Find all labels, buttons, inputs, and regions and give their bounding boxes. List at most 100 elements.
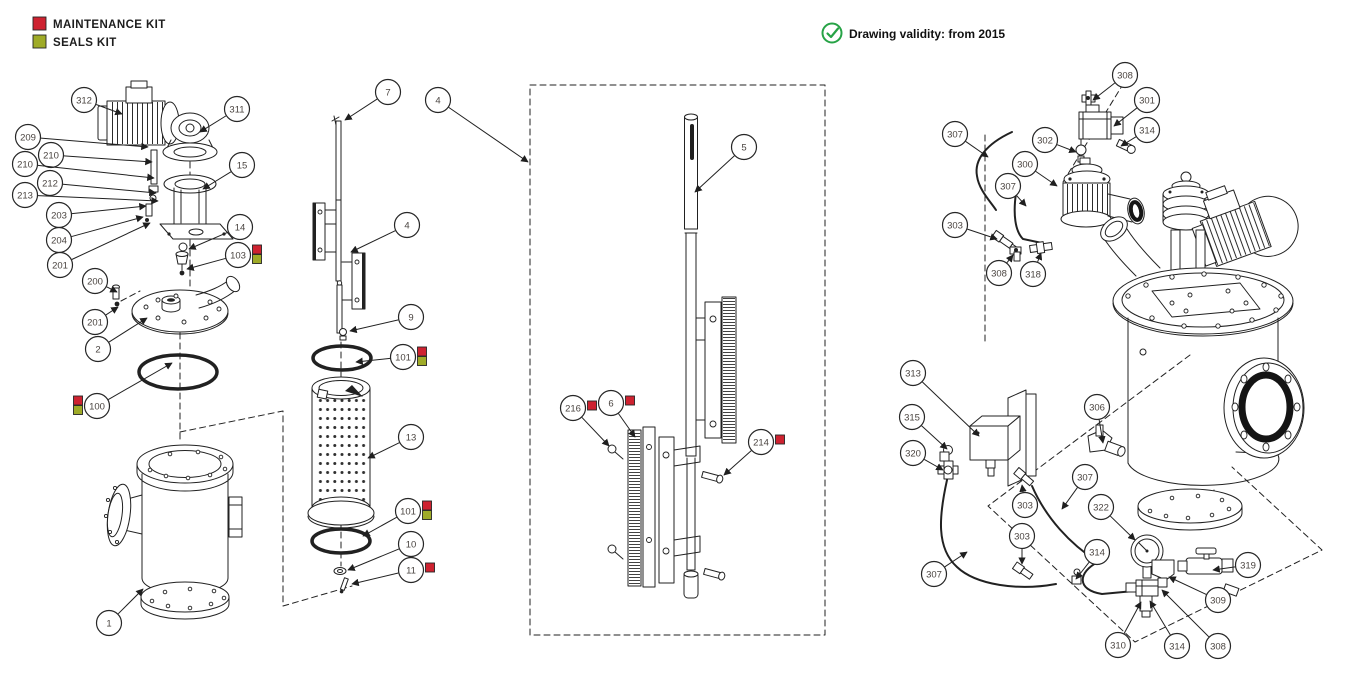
balloon-circle — [920, 560, 948, 588]
balloon-circle — [389, 343, 417, 371]
part-balloon-314[interactable]: 314 — [1149, 600, 1191, 660]
part-balloon-303[interactable]: 303 — [941, 211, 998, 241]
part-balloon-303[interactable]: 303 — [1011, 484, 1039, 519]
check-circle-icon — [821, 22, 843, 44]
part-balloon-307[interactable]: 307 — [941, 120, 989, 158]
part-balloon-9[interactable]: 9 — [349, 303, 425, 334]
leader-line — [362, 516, 397, 537]
balloon-number: 201 — [87, 317, 103, 328]
part-balloon-6[interactable]: 6 — [597, 389, 636, 438]
leader-line — [1019, 484, 1027, 493]
part-balloon-309[interactable]: 309 — [1168, 576, 1232, 614]
part-balloon-100[interactable]: 100 — [73, 362, 173, 420]
balloon-number: 302 — [1037, 135, 1053, 146]
part-balloon-200[interactable]: 200 — [81, 267, 118, 295]
part-balloon-210[interactable]: 210 — [37, 141, 153, 169]
balloon-number: 308 — [991, 268, 1007, 279]
leader-line — [922, 381, 980, 437]
leader-line — [1005, 254, 1014, 264]
part-balloon-201[interactable]: 201 — [46, 222, 151, 279]
part-balloon-216[interactable]: 216 — [559, 394, 610, 447]
part-balloon-307[interactable]: 307 — [994, 172, 1027, 207]
part-balloon-308[interactable]: 308 — [1161, 589, 1232, 660]
part-balloon-315[interactable]: 315 — [898, 403, 948, 450]
rod-nut-icon — [339, 328, 347, 341]
balloon-circle — [397, 530, 425, 558]
part-balloon-101[interactable]: 101 — [355, 343, 427, 371]
balloon-number: 210 — [17, 159, 33, 170]
leader-line — [71, 202, 147, 215]
part-balloon-1[interactable]: 1 — [95, 588, 144, 637]
part-balloon-201[interactable]: 201 — [81, 306, 119, 336]
leader-line — [350, 230, 396, 253]
part-balloon-209[interactable]: 209 — [14, 123, 149, 151]
part-balloon-13[interactable]: 13 — [367, 423, 425, 459]
seals-kit-marker — [417, 356, 427, 366]
balloon-number: 307 — [1000, 181, 1016, 192]
balloon-number: 13 — [406, 432, 417, 443]
part-balloon-11[interactable]: 11 — [351, 556, 435, 587]
part-balloon-210[interactable]: 210 — [11, 150, 155, 181]
balloon-number: 320 — [905, 448, 921, 459]
part-balloon-5[interactable]: 5 — [694, 133, 758, 193]
part-balloon-103[interactable]: 103 — [186, 241, 262, 271]
part-balloon-4[interactable]: 4 — [424, 86, 529, 163]
part-balloon-203[interactable]: 203 — [45, 201, 147, 229]
part-balloon-320[interactable]: 320 — [899, 439, 944, 471]
maintenance-kit-marker — [587, 400, 597, 411]
balloon-number: 201 — [52, 260, 68, 271]
part-balloon-2[interactable]: 2 — [84, 317, 148, 363]
part-balloon-212[interactable]: 212 — [36, 169, 157, 197]
leader-line — [1123, 601, 1142, 634]
balloon-number: 5 — [741, 142, 746, 153]
part-balloon-7[interactable]: 7 — [344, 78, 402, 121]
leader-line — [63, 155, 153, 166]
shaft-nut-icon — [175, 242, 189, 276]
part-balloon-300[interactable]: 300 — [1011, 150, 1058, 187]
part-balloon-302[interactable]: 302 — [1031, 126, 1077, 154]
part-balloon-14[interactable]: 14 — [188, 213, 254, 250]
part-balloon-310[interactable]: 310 — [1104, 601, 1142, 659]
balloon-number: 311 — [229, 104, 244, 115]
balloon-circle — [1031, 126, 1059, 154]
validity-note: Drawing validity: from 2015 — [821, 22, 1005, 44]
part-balloon-10[interactable]: 10 — [347, 530, 425, 571]
part-balloon-101[interactable]: 101 — [362, 497, 432, 537]
part-balloon-322[interactable]: 322 — [1087, 493, 1136, 541]
part-balloon-4[interactable]: 4 — [350, 211, 421, 253]
part-balloon-318[interactable]: 318 — [1019, 252, 1047, 288]
part-balloon-308[interactable]: 308 — [985, 254, 1014, 287]
balloon-circle — [81, 267, 109, 295]
leader-line — [723, 450, 752, 476]
leader-line — [1056, 144, 1077, 154]
part-balloon-314[interactable]: 314 — [1120, 116, 1161, 147]
part-balloon-313[interactable]: 313 — [899, 359, 980, 437]
part-balloon-306[interactable]: 306 — [1083, 393, 1111, 444]
leader-line — [581, 417, 610, 447]
part-balloon-307[interactable]: 307 — [920, 551, 968, 588]
part-balloon-312[interactable]: 312 — [70, 86, 123, 116]
leader-line — [1016, 195, 1027, 207]
balloon-number: 2 — [95, 344, 100, 355]
tube-307-upper-icon — [975, 131, 1013, 211]
legend-maintenance-swatch — [32, 16, 47, 31]
balloon-number: 314 — [1169, 641, 1185, 652]
part-balloon-15[interactable]: 15 — [202, 151, 256, 190]
part-balloon-319[interactable]: 319 — [1212, 551, 1262, 579]
fitting-308-elbow-icon — [1009, 246, 1022, 262]
leader-line — [355, 357, 391, 366]
balloon-circle — [730, 133, 758, 161]
lantern-bracket-icon — [159, 161, 234, 287]
balloon-circle — [559, 394, 587, 422]
part-balloon-308[interactable]: 308 — [1092, 61, 1139, 101]
balloon-circle — [1011, 150, 1039, 178]
part-balloon-301[interactable]: 301 — [1113, 86, 1161, 127]
part-balloon-214[interactable]: 214 — [723, 428, 785, 476]
leader-line — [924, 458, 944, 471]
part-balloon-314[interactable]: 314 — [1075, 538, 1111, 580]
part-balloon-307[interactable]: 307 — [1061, 463, 1099, 510]
part-balloon-303[interactable]: 303 — [1008, 522, 1036, 565]
balloon-number: 309 — [1210, 595, 1226, 606]
part-balloon-213[interactable]: 213 — [11, 181, 159, 209]
part-balloon-311[interactable]: 311 — [199, 95, 251, 133]
